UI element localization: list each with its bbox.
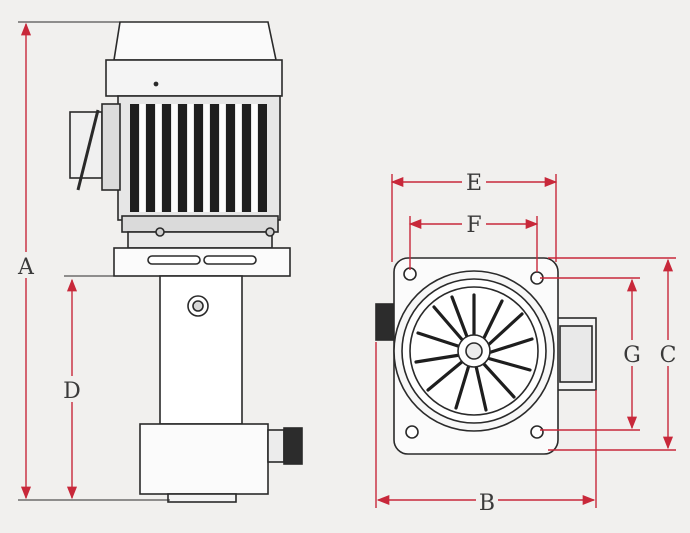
discharge-outlet — [267, 429, 285, 463]
bolt-right — [265, 227, 275, 237]
suction-foot — [167, 493, 237, 503]
dimension-g-label: G — [623, 343, 641, 368]
bolt-left — [155, 227, 165, 237]
discharge-thread — [283, 427, 303, 465]
flange-hole-br — [530, 425, 544, 439]
motor-flange — [127, 231, 273, 249]
dimension-e-label: E — [466, 171, 482, 196]
dimension-b-label: B — [479, 491, 495, 516]
flange-hole-bl — [405, 425, 419, 439]
mounting-plate — [113, 247, 291, 277]
cable-gland — [76, 109, 100, 191]
mounting-slot-left — [147, 255, 201, 265]
cap-dot — [153, 81, 159, 87]
column-port-inner — [192, 300, 204, 312]
terminal-box-inner — [101, 103, 121, 191]
terminal-box — [69, 111, 103, 179]
dimension-c-label: C — [660, 343, 677, 368]
dimension-a-label: A — [17, 255, 35, 280]
pump-casing — [139, 423, 269, 495]
dimension-f-label: F — [466, 213, 481, 238]
cooling-fins — [130, 104, 267, 212]
motor-base — [121, 215, 279, 233]
fan-hub-inner — [465, 342, 483, 360]
pump-side-view — [69, 21, 303, 503]
motor-cap-band — [105, 59, 283, 97]
terminal-box-front-inner — [559, 325, 593, 383]
fin-highlights — [140, 104, 257, 212]
mounting-slot-right — [203, 255, 257, 265]
dimension-d-label: D — [63, 379, 81, 404]
pump-front-view — [375, 257, 597, 455]
motor-top-cap — [113, 21, 277, 61]
left-tab — [375, 303, 397, 341]
